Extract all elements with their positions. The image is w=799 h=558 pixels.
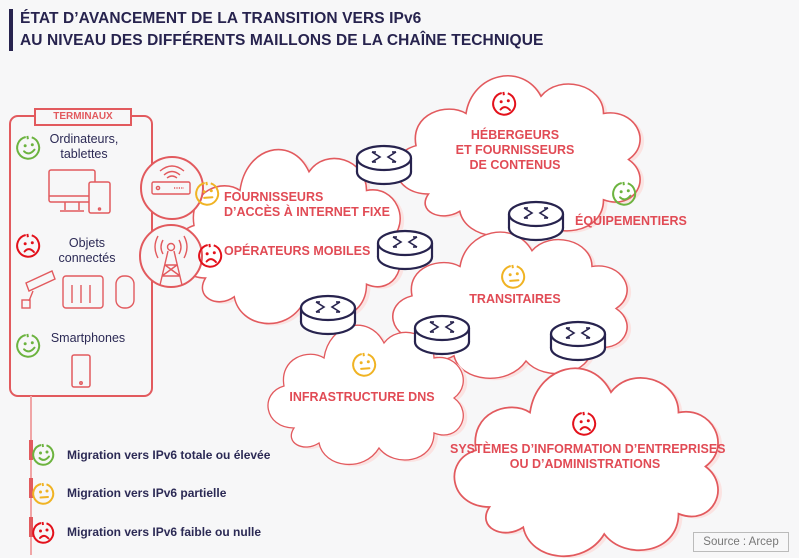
iot-devices-icon <box>21 270 135 309</box>
terminal-label-line: connectés <box>58 251 116 265</box>
router-4 <box>299 294 357 336</box>
neutral-face-icon <box>32 482 55 505</box>
legend-label-high: Migration vers IPv6 totale ou élevée <box>67 448 271 462</box>
terminal-label-line: Ordinateurs, <box>49 132 119 146</box>
label-equipementiers: ÉQUIPEMENTIERS <box>575 214 687 228</box>
legend-marker-3 <box>29 517 33 537</box>
neutral-face-icon <box>352 352 377 377</box>
smartphone-icon <box>71 354 91 388</box>
happy-face-icon <box>32 443 55 466</box>
happy-face-icon <box>16 135 41 160</box>
label-transitaires: TRANSITAIRES <box>469 292 561 306</box>
sad-face-icon <box>492 91 517 116</box>
legend-label-partial: Migration vers IPv6 partielle <box>67 486 227 500</box>
label-line: D’ACCÈS À INTERNET FIXE <box>224 205 390 219</box>
computer-tablet-icon <box>48 169 111 214</box>
sad-face-icon <box>16 233 41 258</box>
page-title: ÉTAT D’AVANCEMENT DE LA TRANSITION VERS … <box>20 8 543 52</box>
sad-face-icon <box>32 521 55 544</box>
label-line: ET FOURNISSEURS <box>455 143 575 157</box>
neutral-face-icon <box>195 181 220 206</box>
router-6 <box>549 320 607 362</box>
terminals-header: TERMINAUX <box>34 108 132 126</box>
label-line: HÉBERGEURS <box>470 128 560 142</box>
label-line: FOURNISSEURS <box>224 190 324 204</box>
router-1 <box>355 144 413 186</box>
title-line-1: ÉTAT D’AVANCEMENT DE LA TRANSITION VERS … <box>20 10 422 27</box>
label-si: SYSTÈMES D’INFORMATION D’ENTREPRISES OU … <box>450 442 726 472</box>
terminal-label-line: tablettes <box>60 147 108 161</box>
title-accent-bar <box>9 9 13 51</box>
label-dns: INFRASTRUCTURE DNS <box>289 390 435 404</box>
sad-face-icon <box>572 411 597 436</box>
label-mobile: OPÉRATEURS MOBILES <box>224 244 371 258</box>
source-label: Source : Arcep <box>693 532 789 552</box>
happy-face-icon <box>612 181 637 206</box>
cell-tower-icon <box>139 224 203 288</box>
terminal-label-iot: Objets connectés <box>52 236 122 266</box>
label-line: DE CONTENUS <box>469 158 561 172</box>
terminal-label-computers: Ordinateurs, tablettes <box>44 132 124 162</box>
router-2 <box>376 229 434 271</box>
router-3 <box>507 200 565 242</box>
neutral-face-icon <box>501 264 526 289</box>
router-5 <box>413 314 471 356</box>
label-fai: FOURNISSEURS D’ACCÈS À INTERNET FIXE <box>224 190 390 220</box>
router-box-icon <box>140 156 204 220</box>
label-line: SYSTÈMES D’INFORMATION D’ENTREPRISES <box>450 442 726 456</box>
sad-face-icon <box>198 243 223 268</box>
title-line-2: AU NIVEAU DES DIFFÉRENTS MAILLONS DE LA … <box>20 32 544 49</box>
terminal-label-smartphones: Smartphones <box>50 331 126 345</box>
happy-face-icon <box>16 333 41 358</box>
terminal-label-line: Objets <box>68 236 106 250</box>
legend-marker-2 <box>29 478 33 498</box>
label-hosting: HÉBERGEURS ET FOURNISSEURS DE CONTENUS <box>440 128 590 173</box>
legend-marker-1 <box>29 440 33 460</box>
legend-label-low: Migration vers IPv6 faible ou nulle <box>67 525 262 539</box>
label-line: OU D’ADMINISTRATIONS <box>509 457 661 471</box>
